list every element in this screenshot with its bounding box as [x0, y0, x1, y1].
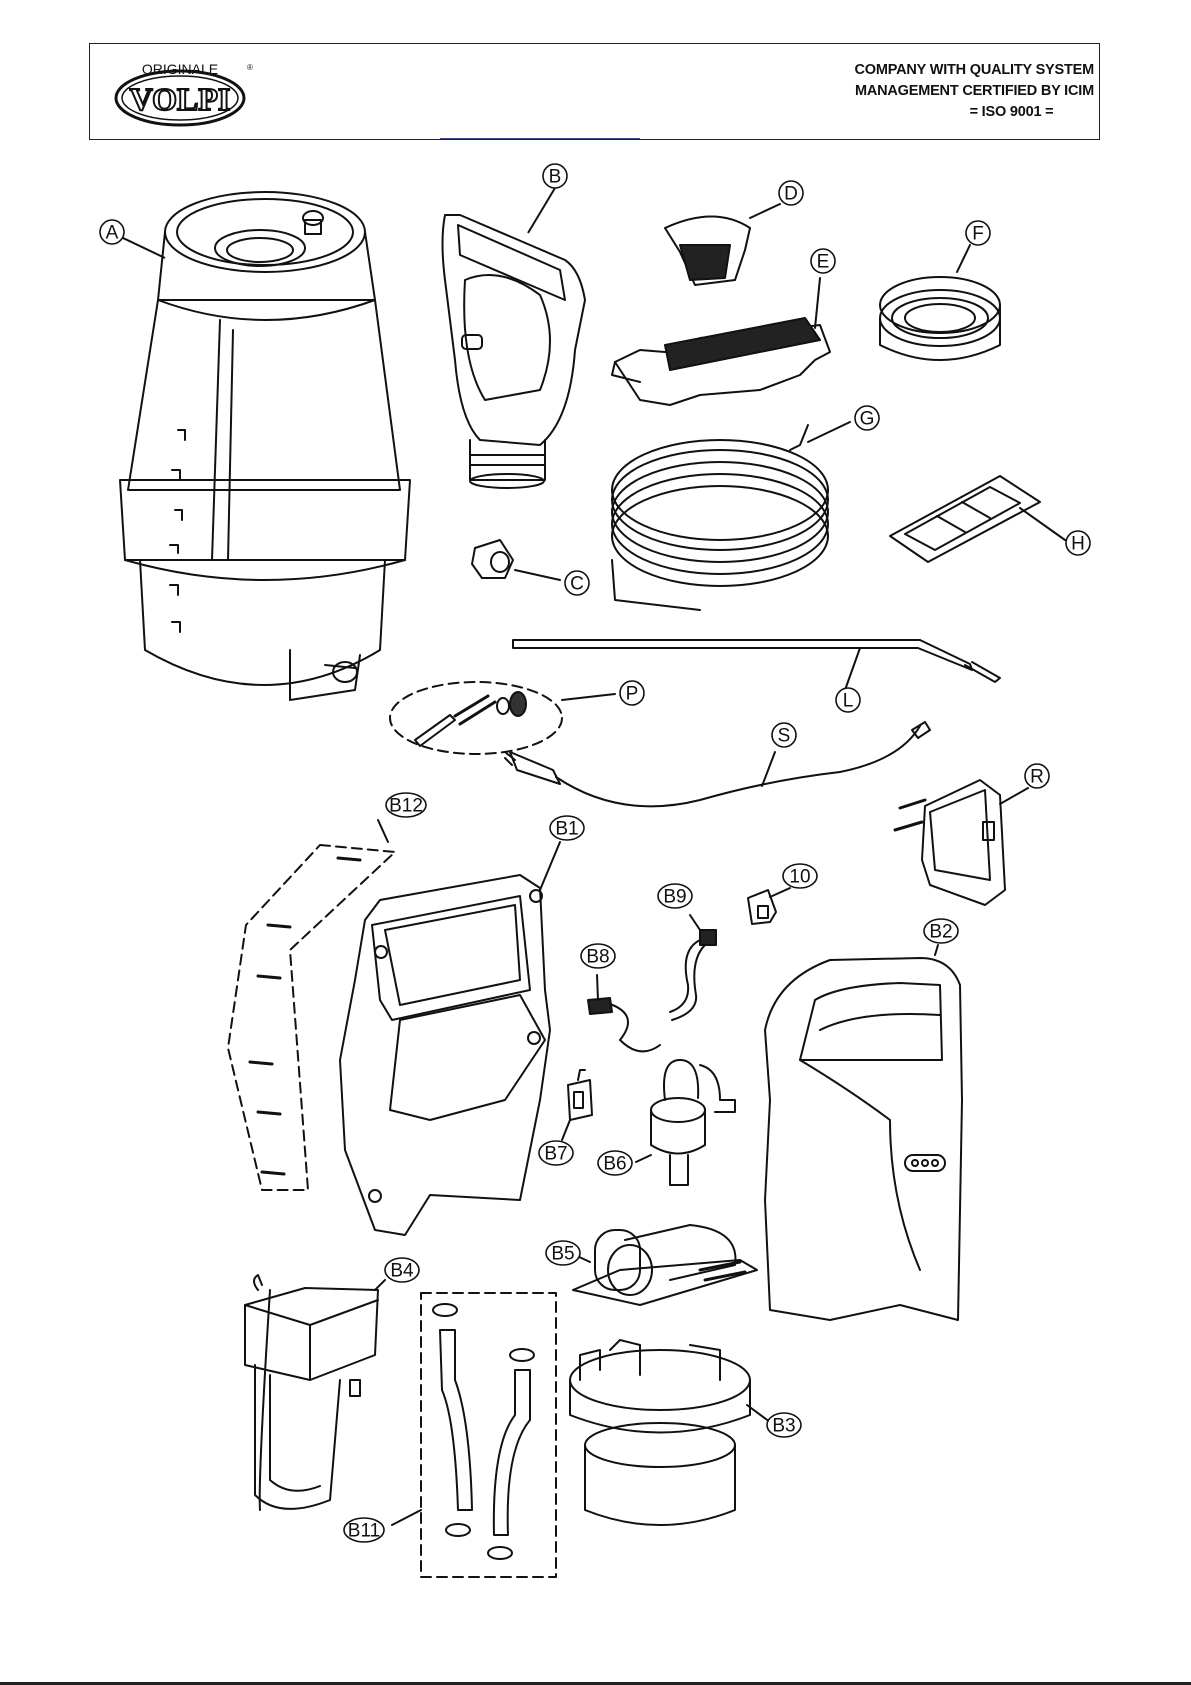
callout-B9: B9	[658, 884, 692, 908]
part-B6-pressure-switch	[636, 1060, 735, 1185]
callout-B6: B6	[598, 1151, 632, 1175]
part-B1-housing-left	[340, 842, 560, 1235]
callout-B: B	[543, 164, 567, 188]
callout-label: C	[570, 574, 584, 595]
part-F-gasket-roll	[880, 245, 1000, 360]
callout-B1: B1	[550, 816, 584, 840]
part-R-charger	[895, 780, 1028, 905]
callout-10: 10	[783, 864, 817, 888]
callout-label: H	[1071, 534, 1085, 555]
part-P-valve-kit	[390, 682, 615, 754]
part-B9-switch-cable	[670, 915, 716, 1020]
part-B2-housing-right	[765, 945, 962, 1320]
callout-label: 10	[789, 867, 810, 888]
callout-label: B2	[929, 922, 952, 943]
callout-label: D	[784, 184, 798, 205]
callout-label: B7	[544, 1144, 567, 1165]
callout-B4: B4	[385, 1258, 419, 1282]
callout-label: B	[549, 167, 562, 188]
callout-B12: B12	[386, 793, 426, 817]
callout-label: A	[106, 223, 119, 244]
callout-label: F	[972, 224, 984, 245]
callout-E: E	[811, 249, 835, 273]
callout-label: S	[778, 726, 791, 747]
part-D-filter	[665, 204, 780, 285]
part-E-lance-handle	[612, 278, 830, 405]
callout-label: B1	[555, 819, 578, 840]
callout-label: B3	[772, 1416, 795, 1437]
callout-label: R	[1030, 767, 1044, 788]
callout-C: C	[565, 571, 589, 595]
callout-B2: B2	[924, 919, 958, 943]
part-B11-tube-kit	[392, 1293, 556, 1577]
callout-label: B5	[551, 1244, 574, 1265]
part-S-usb-cable	[505, 722, 930, 806]
callout-P: P	[620, 681, 644, 705]
callout-H: H	[1066, 531, 1090, 555]
callout-label: E	[817, 252, 830, 273]
callout-F: F	[966, 221, 990, 245]
callout-B7: B7	[539, 1141, 573, 1165]
part-G-hose	[612, 422, 850, 610]
part-C-nut	[472, 540, 560, 580]
callout-label: B11	[348, 1521, 380, 1542]
callout-label: B12	[389, 796, 423, 817]
callout-label: B4	[390, 1261, 414, 1282]
callout-label: B9	[663, 887, 686, 908]
part-B8-connector	[588, 975, 660, 1051]
callout-label: B8	[586, 947, 609, 968]
part-10-clip	[748, 888, 790, 924]
callout-label: G	[860, 409, 875, 430]
part-H-plate	[890, 476, 1065, 562]
part-B3-base-ring	[570, 1340, 770, 1525]
part-L-lance-tube	[513, 640, 1000, 690]
part-B4-pump-motor	[245, 1275, 385, 1510]
callout-label: P	[626, 684, 639, 705]
callout-label: L	[843, 691, 854, 712]
callout-G: G	[855, 406, 879, 430]
callout-A: A	[100, 220, 124, 244]
callout-B8: B8	[581, 944, 615, 968]
callout-R: R	[1025, 764, 1049, 788]
callout-S: S	[772, 723, 796, 747]
callout-B3: B3	[767, 1413, 801, 1437]
part-B12-screws	[228, 820, 395, 1190]
part-A-tank	[120, 192, 410, 700]
callout-L: L	[836, 688, 860, 712]
part-B-pump-head	[443, 215, 586, 488]
callout-label: B6	[603, 1154, 626, 1175]
part-B7-board	[562, 1070, 592, 1140]
callout-B11: B11	[344, 1518, 384, 1542]
part-B5-battery-pack	[573, 1225, 757, 1305]
callout-B5: B5	[546, 1241, 580, 1265]
callout-D: D	[779, 181, 803, 205]
